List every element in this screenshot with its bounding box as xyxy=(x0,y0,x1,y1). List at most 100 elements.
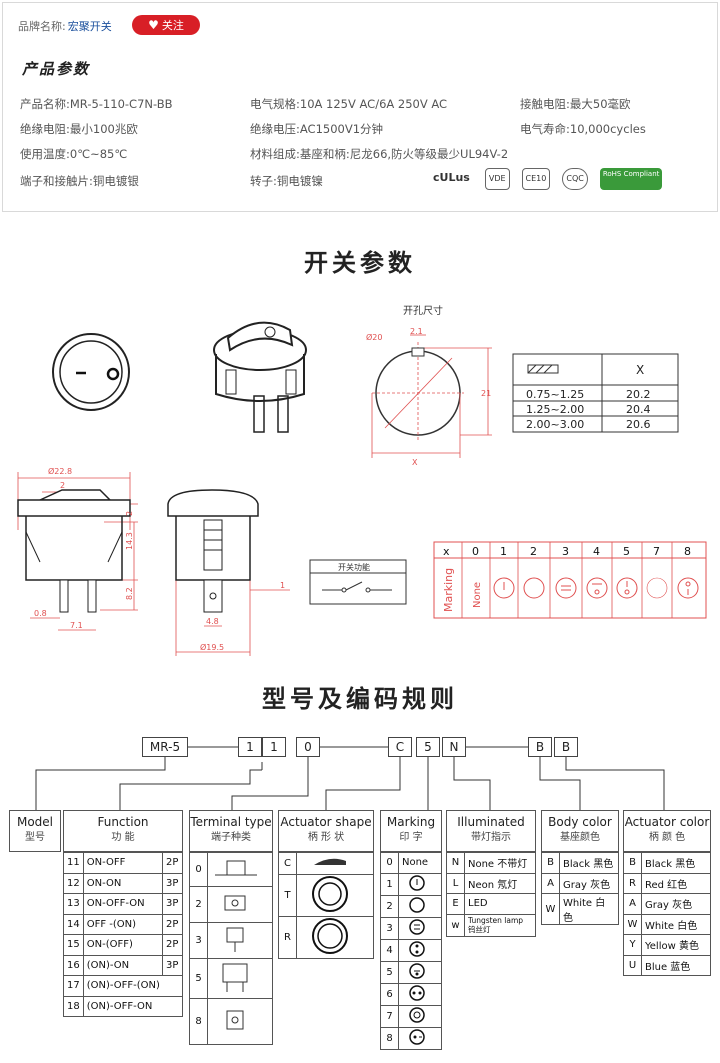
code-box-function-2: 1 xyxy=(262,737,286,757)
marking-code: 3 xyxy=(380,916,399,940)
marking-header-cell: 2 xyxy=(530,545,537,558)
marking-table: x 0 1 2 3 4 5 7 8 Marking None xyxy=(433,541,707,619)
model-heading: Model xyxy=(16,815,54,829)
follow-button[interactable]: ♥关注 xyxy=(132,15,200,35)
illuminated-heading-zh: 带灯指示 xyxy=(471,832,511,843)
terminal-code: 0 xyxy=(189,852,208,887)
actuator-color-code: W xyxy=(623,913,642,935)
param-insulation-resistance: 绝缘电阻:最小100兆欧 xyxy=(20,122,138,136)
actuator-code: T xyxy=(278,874,297,917)
dim-x: X xyxy=(412,458,418,467)
table-row: 2 xyxy=(380,894,442,918)
param-insulation-voltage: 绝缘电压:AC1500V1分钟 xyxy=(250,122,384,136)
function-code: 16 xyxy=(63,954,84,976)
param-electrical: 电气规格:10A 125V AC/6A 250V AC xyxy=(250,97,448,111)
table-row: 0 xyxy=(189,852,273,887)
dim-d22-8: Ø22.8 xyxy=(48,466,72,476)
ce-cert-icon: CE10 xyxy=(521,168,551,190)
terminal-code: 2 xyxy=(189,886,208,923)
body-color-code: A xyxy=(541,872,560,894)
marking-header-cell: 8 xyxy=(684,545,691,558)
function-code: 12 xyxy=(63,872,84,894)
table-row: 4 xyxy=(380,938,442,962)
brand-label: 品牌名称: xyxy=(18,20,66,33)
function-code: 18 xyxy=(63,995,84,1017)
hole-dims xyxy=(371,334,492,458)
marking-code: 4 xyxy=(380,938,399,962)
brand-link[interactable]: 宏聚开关 xyxy=(67,20,112,33)
function-poles: 3P xyxy=(162,954,183,976)
actuator-color-name: Black 黑色 xyxy=(641,852,711,874)
marking-heading-zh: 印 字 xyxy=(399,832,423,843)
table-row: 2 xyxy=(189,886,273,923)
dim-d20: Ø20 xyxy=(366,332,382,342)
function-name: ON-(OFF) xyxy=(82,934,164,956)
terminal-drawing-icon xyxy=(207,958,273,999)
param-electrical-life: 电气寿命:10,000cycles xyxy=(520,122,646,136)
illuminated-desc: Neon 氖灯 xyxy=(464,872,536,894)
marking-symbol-icon xyxy=(398,894,442,918)
table-row: T xyxy=(278,874,374,917)
param-contact-resistance: 接触电阻:最大50毫欧 xyxy=(520,97,631,111)
heart-icon: ♥ xyxy=(148,18,159,32)
params-title: 产品参数 xyxy=(22,60,91,78)
actuator-r-icon xyxy=(296,916,374,959)
body-color-name: Black 黑色 xyxy=(559,852,619,874)
cul-cert-icon: cULus xyxy=(433,171,470,184)
dim-2-1: 2.1 xyxy=(410,327,423,336)
terminal-drawing-icon xyxy=(207,886,273,923)
function-name: (ON)-ON xyxy=(82,954,164,976)
code-box-marking: 5 xyxy=(416,737,440,757)
dim-1: 1 xyxy=(280,581,285,590)
product-info-panel xyxy=(2,2,718,212)
function-code: 15 xyxy=(63,934,84,956)
code-box-actuator-color: B xyxy=(554,737,578,757)
terminal-code: 5 xyxy=(189,958,208,999)
actuator-color-heading-zh: 柄 颜 色 xyxy=(648,832,686,843)
actuator-c-icon xyxy=(296,852,374,875)
body-color-code: B xyxy=(541,852,560,874)
rear-view: 4.8 Ø19.5 1 xyxy=(167,489,290,656)
body-color-heading: Body color xyxy=(548,815,612,829)
function-name: ON-ON xyxy=(82,872,164,894)
marking-symbol-icon xyxy=(398,1004,442,1028)
table-row: 7 xyxy=(380,1004,442,1028)
table-row: 6 xyxy=(380,982,442,1006)
follow-label: 关注 xyxy=(161,19,184,32)
function-poles: 2P xyxy=(162,934,183,956)
marking-symbol-icon xyxy=(398,938,442,962)
marking-symbol-icon xyxy=(398,916,442,940)
illuminated-code: w xyxy=(446,913,465,937)
marking-header-cell: x xyxy=(443,545,450,558)
table-row: 1 xyxy=(380,872,442,896)
x-table-cell: 20.4 xyxy=(626,403,651,416)
cqc-cert-icon: CQC xyxy=(562,168,588,190)
terminal-drawing-icon xyxy=(207,852,273,887)
actuator-code: C xyxy=(278,852,297,875)
marking-header-cell: 0 xyxy=(472,545,479,558)
actuator-color-code: R xyxy=(623,872,642,894)
dim-d19-5: Ø19.5 xyxy=(200,642,224,652)
x-table-cell: 0.75~1.25 xyxy=(526,388,584,401)
technical-drawing: 开孔尺寸 Ø20 2.1 21 X X 0.75~1.25 20.2 1.25~… xyxy=(17,304,707,656)
terminal-heading: Terminal type xyxy=(190,815,272,829)
hole-size-label: 开孔尺寸 xyxy=(403,304,443,317)
x-table-cell: 2.00~3.00 xyxy=(526,418,584,431)
illuminated-code: E xyxy=(446,893,465,915)
switch-function-label: 开关功能 xyxy=(338,562,370,572)
actuator-t-icon xyxy=(296,874,374,917)
function-poles: 2P xyxy=(162,852,183,874)
